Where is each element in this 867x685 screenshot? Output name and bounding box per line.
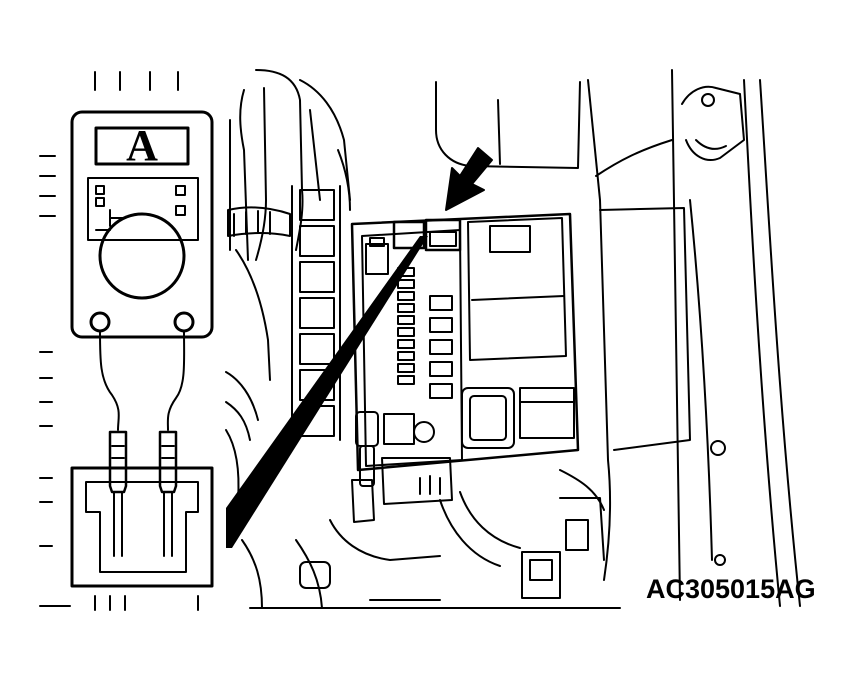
edge-hatch-marks	[39, 71, 231, 611]
multimeter-icon	[70, 110, 214, 339]
pointer-wedge	[226, 236, 428, 548]
probe-leads	[99, 330, 186, 431]
fuse-relay-box	[350, 212, 580, 523]
fuse-terminal-closeup	[70, 466, 214, 588]
test-probe-icon	[108, 430, 178, 521]
meter-mode-letter: A	[126, 121, 158, 170]
fender-panel	[435, 69, 801, 607]
figure-code: AC305015AG	[646, 574, 816, 604]
wiring-harness	[249, 491, 621, 609]
pointer-arrow-icon	[445, 147, 493, 211]
